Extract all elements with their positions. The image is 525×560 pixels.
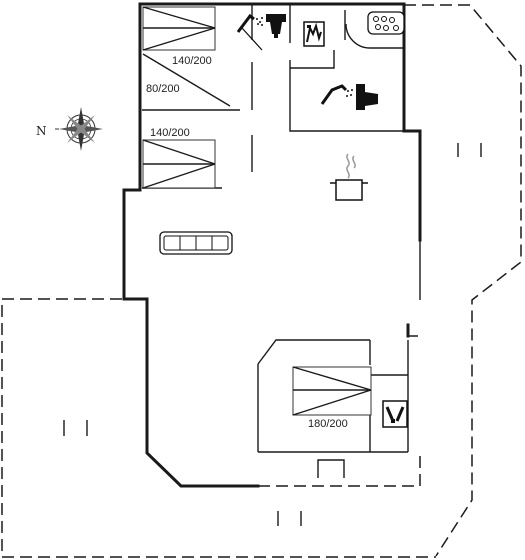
bed-top-single	[142, 53, 231, 107]
bed-top-double	[142, 6, 216, 51]
shower-icon-bath2	[320, 84, 353, 105]
compass-north-letter: N	[36, 124, 47, 138]
shower-icon	[236, 13, 263, 51]
terrace-markers	[63, 143, 482, 526]
bed-label-mid-double: 140/200	[150, 127, 190, 139]
compass-rose-icon	[55, 107, 103, 151]
cooking-pot-icon	[330, 153, 368, 201]
sofa-icon	[159, 231, 233, 255]
terraces	[1, 4, 522, 558]
hob-icon	[367, 11, 405, 35]
bed-label-top-double: 140/200	[172, 55, 212, 67]
bed-master	[292, 366, 372, 416]
bed-mid-double	[142, 139, 216, 189]
bed-label-master: 180/200	[308, 418, 348, 430]
washing-machine-icon	[303, 21, 325, 47]
exterior-walls	[122, 2, 422, 488]
interior-walls	[142, 5, 421, 478]
toilet-icon-bath2	[356, 84, 378, 110]
bed-label-top-single: 80/200	[146, 83, 180, 95]
dishwasher-icon	[382, 400, 408, 428]
toilet-icon	[266, 14, 286, 38]
